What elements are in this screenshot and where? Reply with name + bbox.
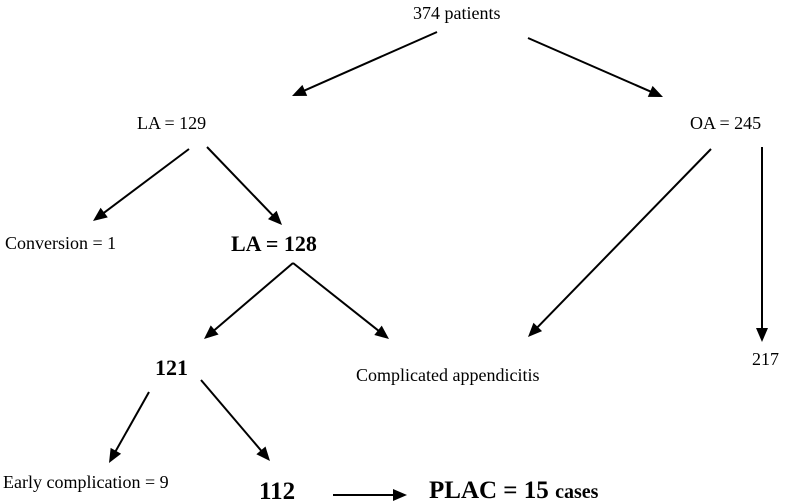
arrow-121-to-early xyxy=(109,391,150,463)
arrow-oa-to-complicated-shaft xyxy=(535,148,712,330)
arrow-la128-to-complicated-shaft xyxy=(292,262,381,333)
arrow-la128-to-complicated-head xyxy=(374,325,389,339)
node-la-uncomplicated: 121 xyxy=(155,355,188,380)
arrow-root-to-la xyxy=(292,31,438,96)
arrow-la-to-la128-shaft xyxy=(206,146,275,218)
plac-unit: cases xyxy=(555,481,599,503)
arrow-la-to-la128-head xyxy=(267,210,282,225)
node-plac: PLAC = 15 cases xyxy=(429,478,598,503)
arrow-la128-to-121-shaft xyxy=(212,262,294,332)
arrow-root-to-oa xyxy=(527,37,663,97)
arrow-121-to-early-head xyxy=(109,447,122,463)
arrow-root-to-la-shaft xyxy=(302,31,438,93)
arrow-la-to-conversion-head xyxy=(93,207,108,221)
node-la-final: LA = 128 xyxy=(231,231,317,256)
arrow-121-to-early-shaft xyxy=(114,391,150,454)
arrow-oa-to-217-head xyxy=(756,328,768,342)
arrow-112-to-plac xyxy=(333,489,407,501)
arrow-112-to-plac-head xyxy=(393,489,407,501)
arrow-la-to-conversion xyxy=(93,148,190,221)
arrow-oa-to-complicated-head xyxy=(528,322,543,337)
node-complicated-appendicitis: Complicated appendicitis xyxy=(356,365,540,385)
arrow-la128-to-complicated xyxy=(292,262,389,339)
arrow-la-to-conversion-shaft xyxy=(101,148,190,215)
arrow-la128-to-121-head xyxy=(204,325,219,339)
node-early-complication: Early complication = 9 xyxy=(3,472,169,492)
arrow-root-to-la-head xyxy=(292,84,308,96)
node-oa-uncomplicated: 217 xyxy=(752,349,779,369)
node-oa: OA = 245 xyxy=(690,113,762,133)
arrow-oa-to-complicated xyxy=(528,148,712,337)
arrow-root-to-oa-shaft xyxy=(527,37,653,94)
node-final-count: 112 xyxy=(259,478,296,504)
arrow-121-to-112-shaft xyxy=(200,379,263,453)
arrow-121-to-112-head xyxy=(256,446,270,461)
arrow-la128-to-121 xyxy=(204,262,294,339)
node-conversion: Conversion = 1 xyxy=(5,233,117,253)
node-total-patients: 374 patients xyxy=(413,3,501,23)
node-la-initial: LA = 129 xyxy=(137,113,207,133)
arrow-oa-to-217 xyxy=(756,147,768,342)
arrow-121-to-112 xyxy=(200,379,270,461)
arrow-root-to-oa-head xyxy=(647,85,663,97)
arrow-la-to-la128 xyxy=(206,146,282,225)
plac-value: PLAC = 15 xyxy=(429,477,549,504)
